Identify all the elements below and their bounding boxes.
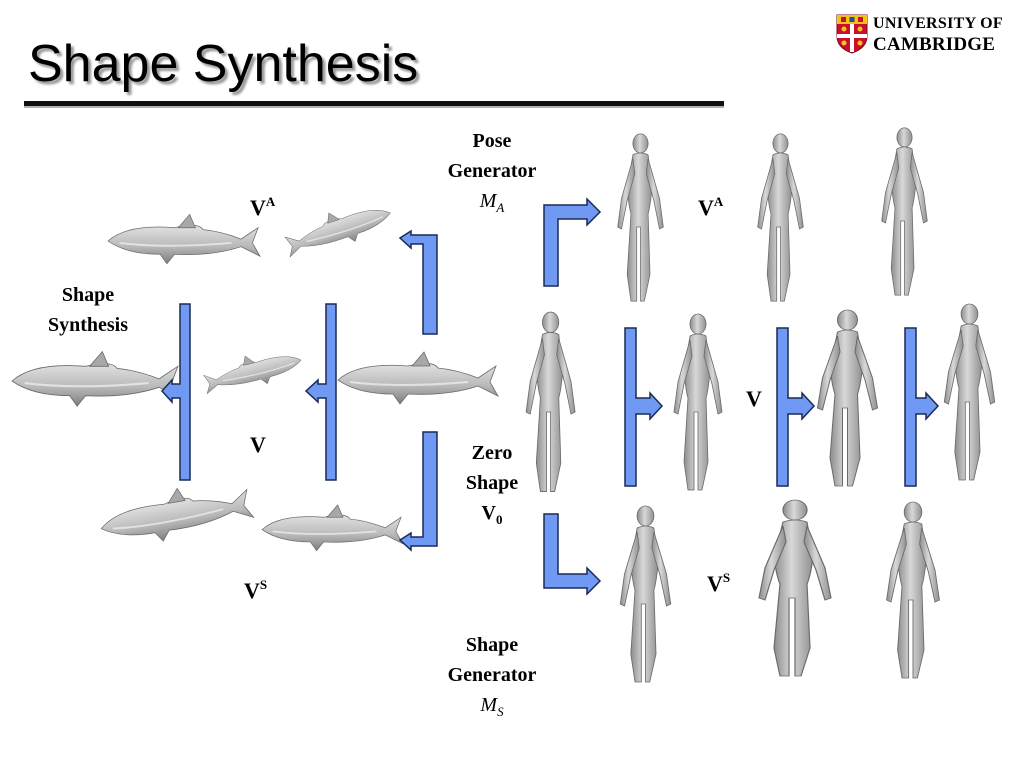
shark-va-2 xyxy=(280,194,396,263)
human-vs-3 xyxy=(886,501,940,679)
shape-generator-math: MS xyxy=(432,690,552,727)
shape-generator-line1: Shape xyxy=(465,634,519,656)
shark-va-1 xyxy=(107,213,261,265)
human-v-2 xyxy=(817,309,878,487)
pose-generator-line2: Generator xyxy=(447,160,537,182)
shape-generator-line2: Generator xyxy=(447,664,537,686)
human-va-3 xyxy=(881,127,928,296)
pose-generator-m: M xyxy=(479,190,497,212)
shark-v-middle xyxy=(199,342,306,400)
human-vs-2 xyxy=(758,499,832,677)
zero-shape-line2: Shape xyxy=(465,472,519,494)
symbol-va-human-sup: A xyxy=(713,194,724,209)
title-underline xyxy=(24,101,724,108)
human-zero-shape xyxy=(525,311,576,492)
zero-shape-v: V xyxy=(481,502,496,524)
shark-synth-output xyxy=(10,350,182,408)
shark-v-right xyxy=(337,351,499,405)
symbol-v-shark-v: V xyxy=(250,432,266,457)
human-vs-1 xyxy=(619,505,672,683)
bracket-arrow-lower xyxy=(398,431,438,552)
symbol-vs-shark-sup: S xyxy=(259,577,268,592)
synthesis-arrow-mid xyxy=(304,303,337,481)
pose-generator-line1: Pose xyxy=(472,130,512,152)
zero-shape-label: Zero Shape V0 xyxy=(452,438,532,535)
symbol-vs-shark-v: V xyxy=(244,578,260,603)
human-v-1 xyxy=(673,313,723,491)
symbol-vs-shark: VS xyxy=(244,577,267,604)
zero-shape-sub: 0 xyxy=(495,512,503,527)
symbol-v-human: V xyxy=(746,386,762,412)
symbol-vs-human-sup: S xyxy=(722,570,731,585)
symbol-vs-human: VS xyxy=(707,570,730,597)
symbol-va-shark-sup: A xyxy=(265,194,276,209)
shape-generator-m: M xyxy=(480,694,498,716)
human-synthesis-arrow-3 xyxy=(904,327,940,487)
shape-generator-sub: S xyxy=(497,704,504,719)
pose-generator-math: MA xyxy=(432,186,552,223)
human-synthesis-arrow-1 xyxy=(624,327,664,487)
shark-vs-1 xyxy=(95,475,256,553)
human-v-3 xyxy=(943,303,996,481)
symbol-va-human: VA xyxy=(698,194,723,221)
human-va-2 xyxy=(757,133,804,302)
shape-synthesis-line2: Synthesis xyxy=(47,314,129,336)
shark-vs-2 xyxy=(261,504,404,552)
symbol-vs-human-v: V xyxy=(707,571,723,596)
pose-generator-arrow xyxy=(543,197,602,287)
zero-shape-math: V0 xyxy=(452,498,532,535)
symbol-v-human-v: V xyxy=(746,386,762,411)
zero-shape-line1: Zero xyxy=(471,442,513,464)
pose-generator-label: Pose Generator MA xyxy=(432,126,552,223)
symbol-va-shark-v: V xyxy=(250,195,266,220)
human-synthesis-arrow-2 xyxy=(776,327,816,487)
shape-synthesis-line1: Shape xyxy=(61,284,115,306)
logo-line-university-of: UNIVERSITY OF xyxy=(873,15,1003,32)
symbol-v-shark: V xyxy=(250,432,266,458)
symbol-va-shark: VA xyxy=(250,194,275,221)
human-va-1 xyxy=(617,133,664,302)
symbol-va-human-v: V xyxy=(698,195,714,220)
pose-generator-sub: A xyxy=(496,200,505,215)
bracket-arrow-upper xyxy=(398,229,438,335)
shape-generator-arrow xyxy=(543,513,602,596)
slide-title: Shape Synthesis xyxy=(28,35,419,93)
university-logo: UNIVERSITY OF CAMBRIDGE xyxy=(836,14,1011,60)
logo-line-cambridge: CAMBRIDGE xyxy=(873,34,996,55)
cambridge-shield-icon xyxy=(836,14,868,54)
synthesis-arrow-left xyxy=(160,303,191,481)
shape-synthesis-label: Shape Synthesis xyxy=(28,280,148,340)
shape-generator-label: Shape Generator MS xyxy=(432,630,552,727)
